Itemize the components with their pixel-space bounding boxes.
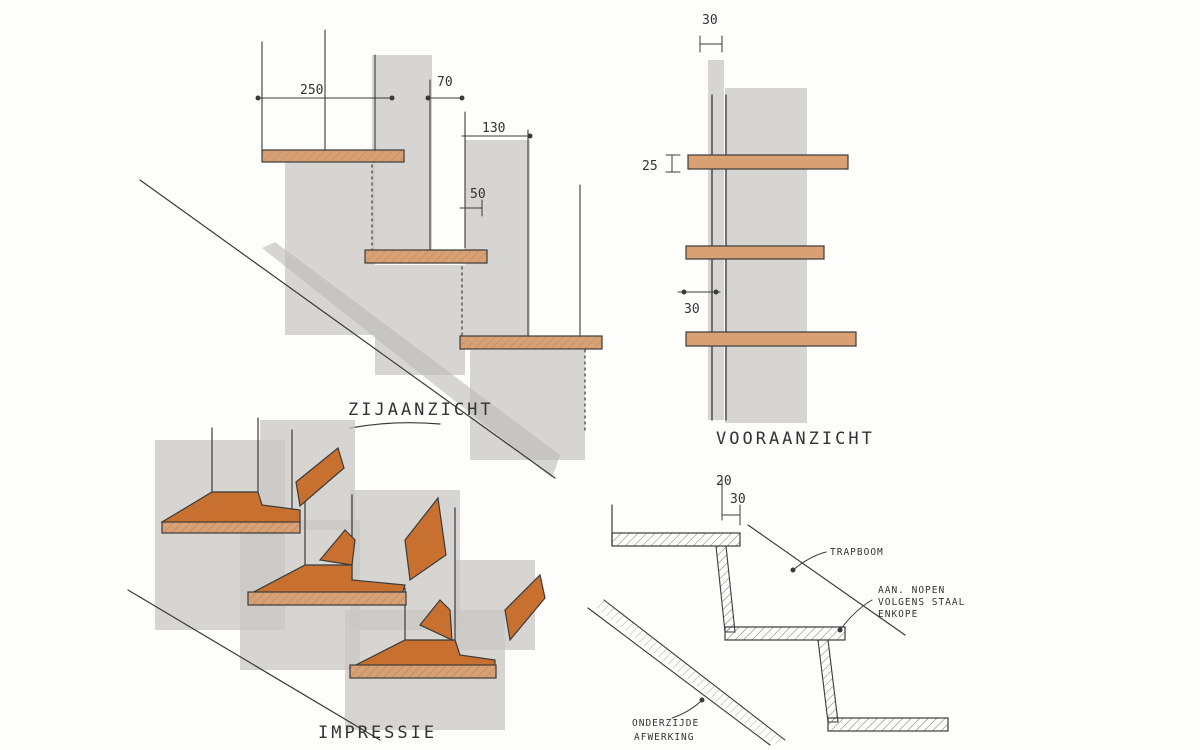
label-notch-line2: VOLGENS STAAL: [878, 597, 965, 608]
detail-tread: [724, 626, 846, 641]
impression-tread-flank: [318, 529, 356, 566]
detail-riser: [817, 639, 839, 723]
dim-wall-gap: 70: [437, 75, 453, 90]
dim-wall-thickness: 30: [702, 13, 718, 28]
label-notch-line3: ENKOPE: [878, 609, 918, 620]
detail-tread: [611, 532, 741, 547]
detail-tread: [827, 717, 949, 732]
title-underline: [349, 422, 441, 429]
stair-slope-line: [139, 179, 556, 479]
label-stringer: TRAPBOOM: [830, 547, 884, 558]
label-notch-line1: AAN. NOPEN: [878, 585, 945, 596]
impression-tread-flank: [404, 496, 447, 582]
dim-top-a: 20: [716, 474, 732, 489]
impression-slope-line: [127, 589, 381, 741]
dim-top-b: 30: [730, 492, 746, 507]
impression-tread-flank: [295, 446, 345, 508]
wall-wash: [465, 140, 530, 340]
dim-spacing: 30: [684, 302, 700, 317]
impression-view: IMPRESSIE: [127, 417, 546, 743]
stringer-line: [747, 524, 906, 636]
detail-riser: [715, 545, 736, 633]
front-view-title: VOORAANZICHT: [716, 429, 875, 449]
tread-end: [687, 154, 849, 170]
dim-offset: 50: [470, 187, 486, 202]
stringer-band: [262, 242, 560, 478]
front-view: 30 25 30 VOORAANZICHT: [642, 13, 875, 449]
underside-finish: [592, 600, 785, 745]
label-finish-line2: AFWERKING: [634, 732, 694, 743]
dim-tread-thickness: 25: [642, 159, 658, 174]
tread-end: [685, 331, 857, 347]
impression-tread-flank: [504, 573, 546, 642]
dim-overlap: 130: [482, 121, 505, 136]
label-finish-line1: ONDERZIJDE: [632, 718, 699, 729]
side-view: 250 70 130 50 ZIJAANZICHT: [139, 29, 603, 479]
impression-tread-flank: [419, 599, 453, 641]
dim-tread-depth: 250: [300, 83, 323, 98]
detail-view: 20 30 TRAPBOOM AAN. NOPEN VOLGENS STAAL …: [587, 474, 965, 746]
side-view-title: ZIJAANZICHT: [348, 400, 494, 420]
wall-wash: [708, 60, 724, 420]
impression-title: IMPRESSIE: [318, 723, 437, 743]
tread-end: [685, 245, 825, 260]
